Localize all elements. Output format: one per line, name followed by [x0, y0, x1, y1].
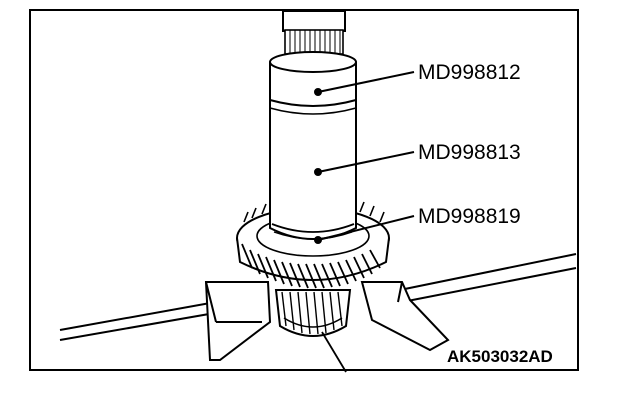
center-guide-lines [321, 331, 347, 373]
right-support-block [360, 281, 450, 352]
left-support-block [204, 281, 272, 361]
lower-gear [274, 289, 352, 337]
callout-md998812: MD998812 [418, 61, 521, 84]
figure-code: AK503032AD [447, 347, 553, 366]
callout-md998819: MD998819 [418, 205, 521, 228]
sleeve-body [269, 51, 357, 240]
shaft-spline [284, 29, 344, 55]
press-shaft [282, 10, 346, 32]
callout-md998813: MD998813 [418, 141, 521, 164]
callout-leaders [314, 71, 415, 244]
